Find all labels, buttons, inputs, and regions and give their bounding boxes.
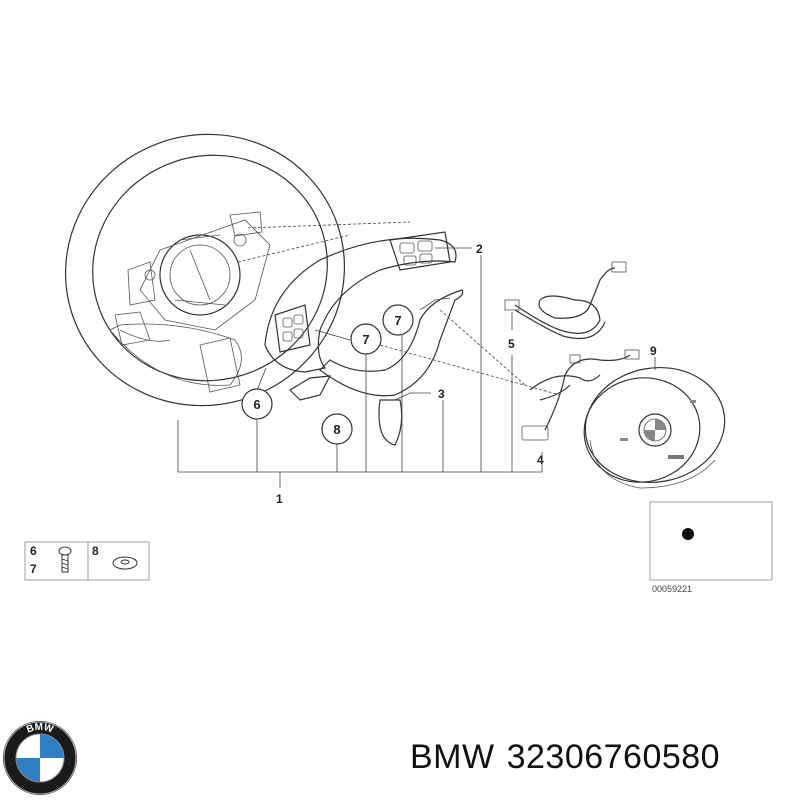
leader-lines — [177, 221, 656, 488]
part-caption: BMW 32306760580 — [410, 738, 732, 777]
label-5: 5 — [508, 337, 515, 351]
callout-7b: 7 — [382, 304, 414, 336]
label-9: 9 — [650, 344, 657, 358]
label-2: 2 — [476, 242, 483, 256]
wiring-harness — [504, 261, 627, 340]
svg-text:8: 8 — [333, 422, 340, 437]
steering-wheel-rim — [64, 133, 346, 407]
fastener-legend: 6 7 8 — [24, 541, 150, 581]
trim-cover — [264, 231, 457, 373]
svg-text:7: 7 — [30, 562, 37, 576]
lower-trim — [289, 289, 464, 446]
figure-number: 00059221 — [652, 584, 692, 594]
label-3: 3 — [438, 387, 445, 401]
svg-text:6: 6 — [253, 397, 260, 412]
svg-text:8: 8 — [92, 544, 99, 558]
label-1: 1 — [276, 492, 283, 506]
airbag-connector — [521, 349, 640, 441]
callout-8: 8 — [321, 413, 353, 445]
part-number: 32306760580 — [506, 738, 721, 776]
callout-7a: 7 — [350, 323, 382, 355]
steering-wheel-hub — [114, 211, 271, 393]
airbag-module — [583, 366, 726, 489]
brand-name: BMW — [410, 738, 495, 776]
figure-inset: 00059221 — [649, 501, 773, 594]
svg-text:BMW: BMW — [25, 722, 55, 736]
svg-text:7: 7 — [362, 332, 369, 347]
label-4: 4 — [537, 453, 544, 467]
svg-text:7: 7 — [394, 313, 401, 328]
svg-text:6: 6 — [30, 544, 37, 558]
bmw-logo: BMW — [3, 721, 77, 795]
washer-icon — [112, 556, 138, 570]
screw-icon — [58, 546, 72, 573]
callout-6: 6 — [241, 388, 273, 420]
